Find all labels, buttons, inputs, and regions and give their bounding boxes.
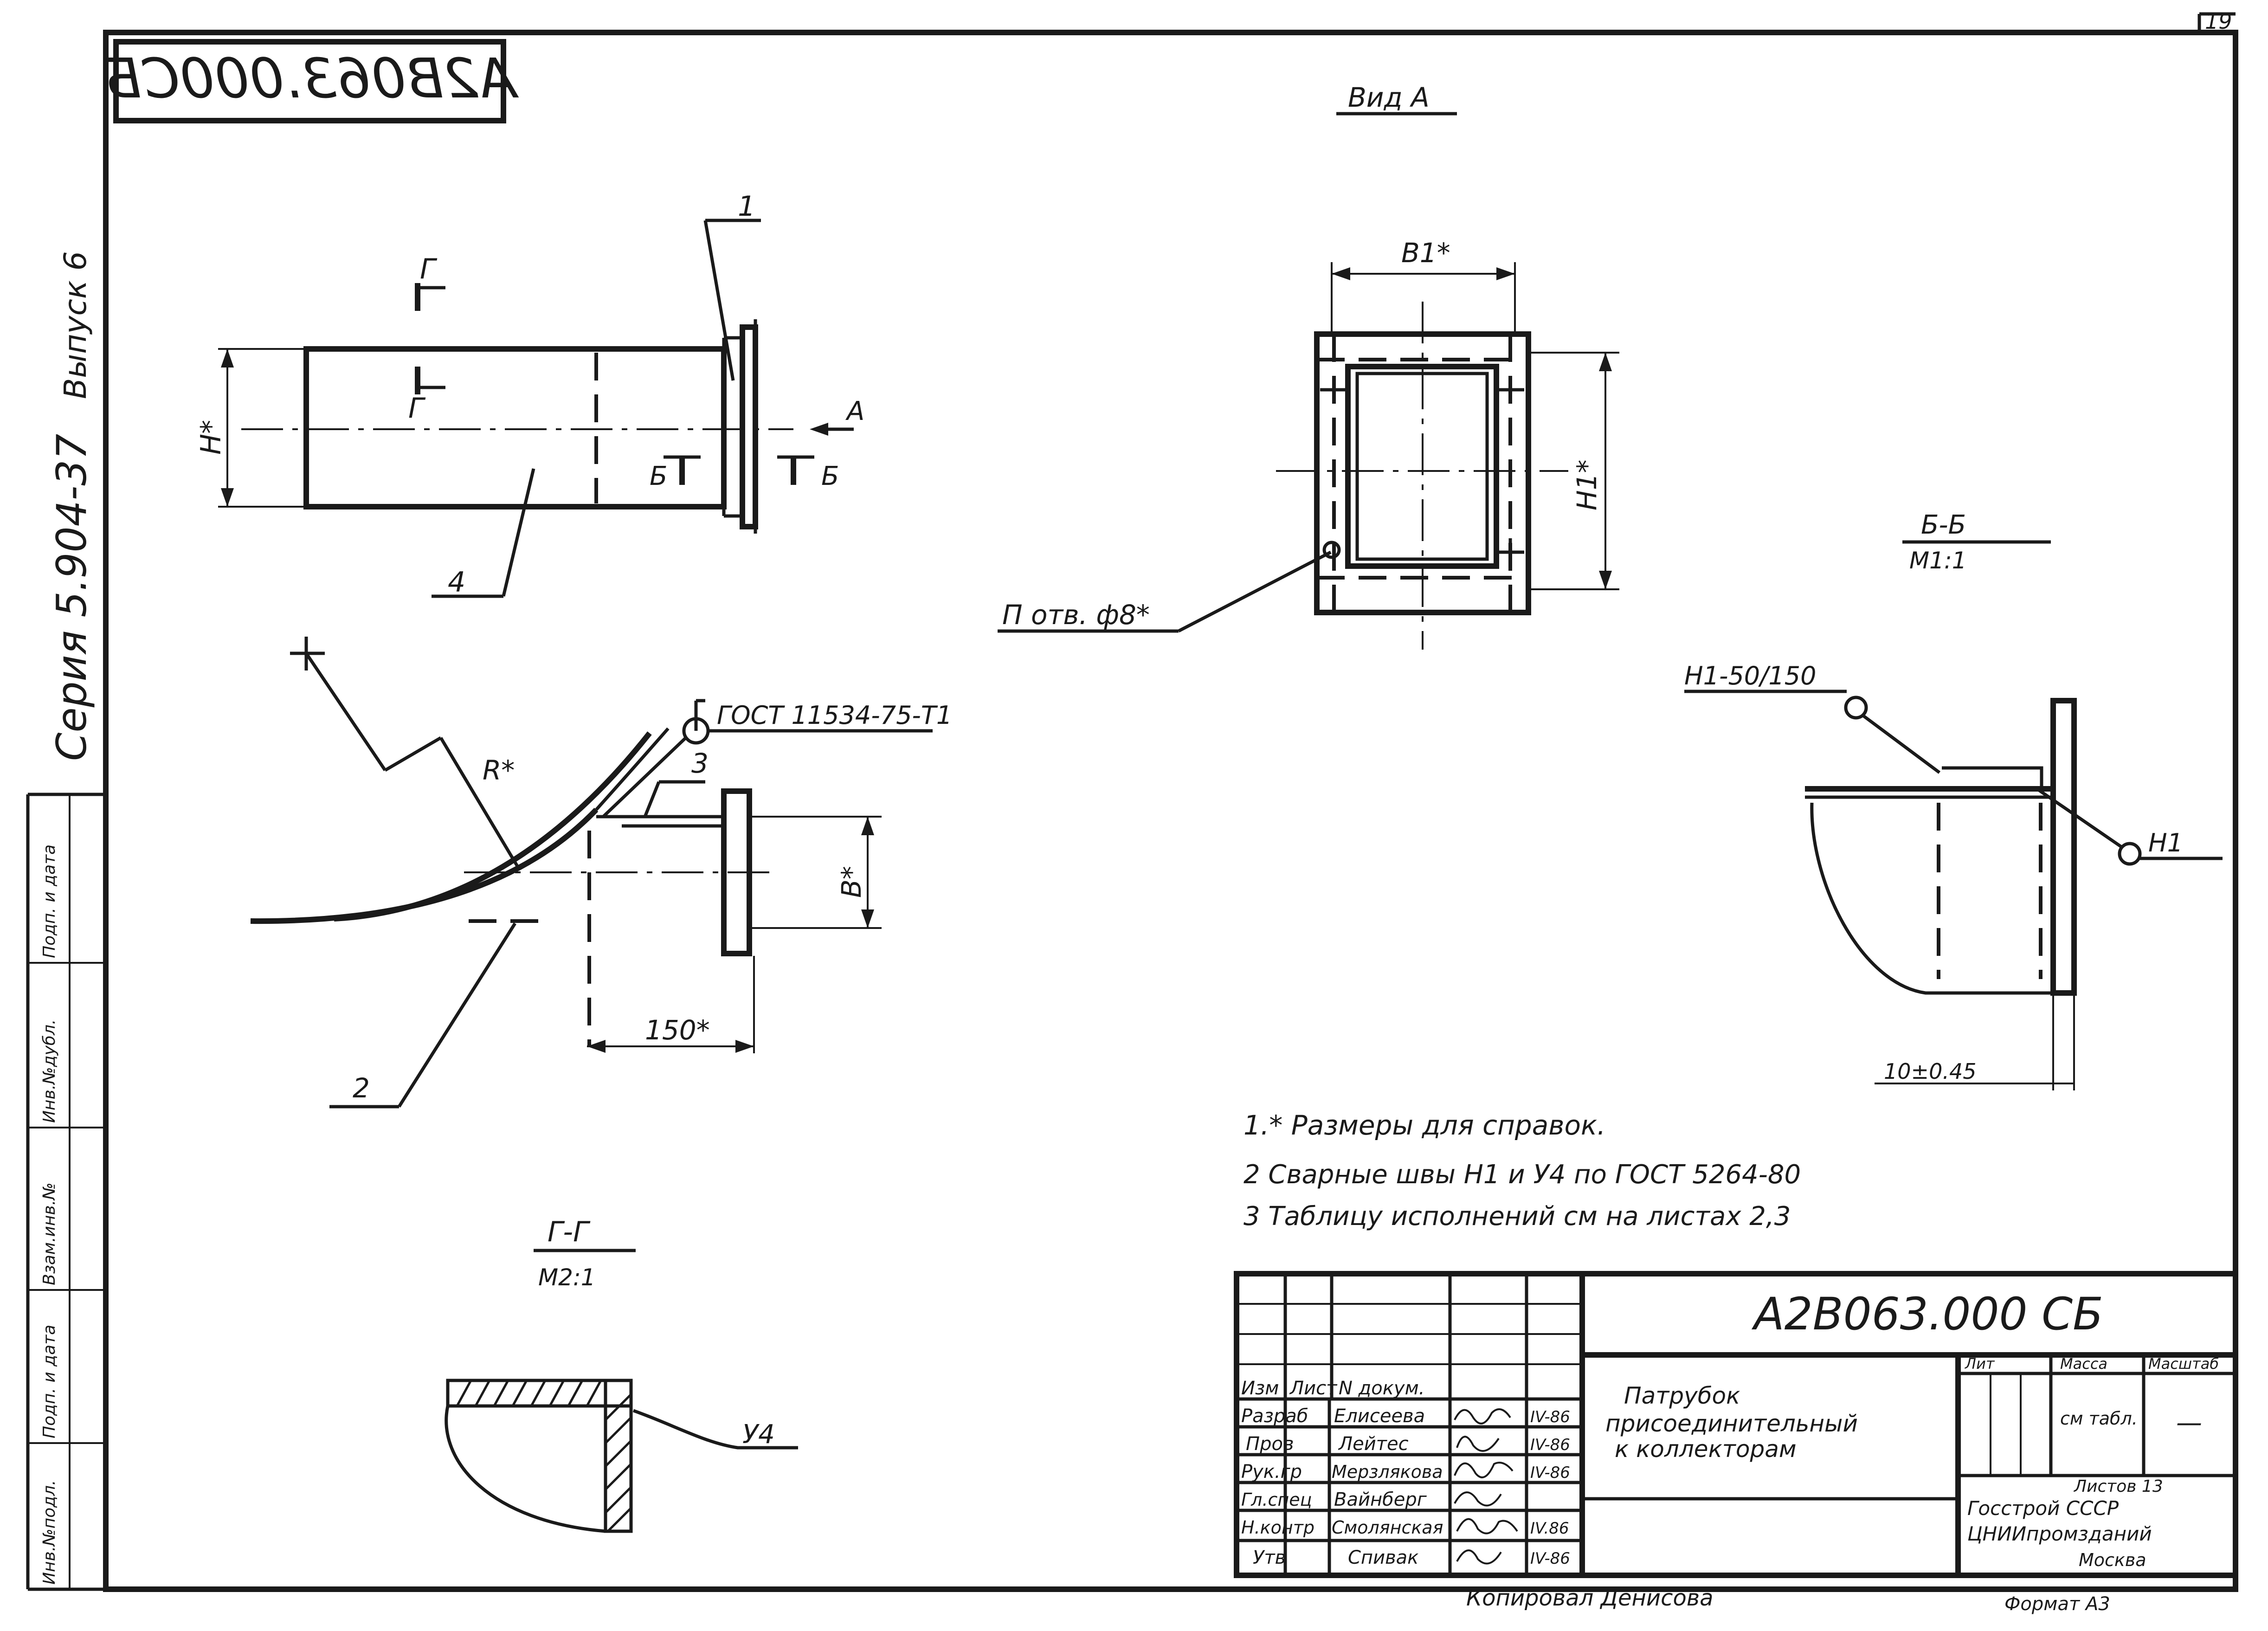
name-6: Спивак xyxy=(1348,1547,1418,1568)
sheet-number: 19 xyxy=(2205,9,2232,34)
org-line-2: ЦНИИпромзданий xyxy=(1967,1522,2152,1545)
note-3: 3 Таблицу исполнений см на листах 2,3 xyxy=(1244,1201,1791,1231)
date-5: IV.86 xyxy=(1530,1519,1569,1538)
header-col-doc: N докум. xyxy=(1339,1378,1425,1399)
name-1: Елисеева xyxy=(1334,1405,1425,1427)
note-1: 1.* Размеры для справок. xyxy=(1244,1109,1605,1141)
pipe-curved-view xyxy=(250,637,933,1109)
view-a-h1-label: H1* xyxy=(1571,459,1603,510)
side-150-label: 150* xyxy=(645,1014,710,1046)
signatures xyxy=(1454,1408,1518,1565)
view-a-holes-label: П отв. ф8* xyxy=(1002,599,1150,631)
mass-value: см табл. xyxy=(2060,1408,2138,1429)
stamp-text-4: Инв.№дубл. xyxy=(40,1019,59,1123)
sheet-count: Листов 13 xyxy=(2073,1477,2163,1496)
role-4: Гл.спец xyxy=(1241,1489,1312,1510)
series-label: Серия 5.904-37 xyxy=(48,434,96,761)
stamp-text-1: Инв.№подл. xyxy=(40,1480,59,1585)
section-gg-title: Г-Г xyxy=(548,1216,591,1248)
scale-value: — xyxy=(2176,1408,2202,1438)
stamp-text-3: Взам.инв.№ xyxy=(40,1182,59,1285)
view-a-b1-label: B1* xyxy=(1401,237,1450,269)
role-2: Пров xyxy=(1246,1433,1294,1455)
left-stamp: Инв.№подл. Подп. и дата Взам.инв.№ Инв.№… xyxy=(40,845,59,1585)
section-bb-scale: М1:1 xyxy=(1909,547,1967,574)
section-bb-dim-label: 10±0.45 xyxy=(1884,1059,1977,1084)
name-4: Вайнберг xyxy=(1334,1489,1427,1510)
code-box-text: А2В063.000СБ xyxy=(104,46,519,110)
pipe-side-view xyxy=(218,219,854,598)
cut-b-label-left: Б xyxy=(650,461,667,491)
title-line-2: присоединительный xyxy=(1605,1410,1858,1437)
role-3: Рук.гр xyxy=(1241,1461,1302,1483)
section-gg-drawing xyxy=(445,1379,798,1533)
issue-label: Выпуск 6 xyxy=(58,251,93,399)
mass-header: Масса xyxy=(2060,1355,2107,1373)
header-col-list: Лист xyxy=(1289,1378,1338,1399)
arrow-a-label: A xyxy=(845,396,864,426)
note-2: 2 Сварные швы Н1 и У4 по ГОСТ 5264-80 xyxy=(1244,1160,1801,1190)
date-6: IV-86 xyxy=(1530,1549,1570,1568)
role-1: Разраб xyxy=(1241,1405,1308,1427)
section-bb-h1-label: Н1 xyxy=(2148,828,2183,857)
section-bb-weld-label: Н1-50/150 xyxy=(1684,661,1816,690)
side-b-label: В* xyxy=(836,866,867,898)
format-label: Формат А3 xyxy=(2004,1593,2110,1615)
date-1: IV-86 xyxy=(1530,1408,1570,1426)
title-line-3: к коллекторам xyxy=(1615,1436,1797,1463)
name-5: Смолянская xyxy=(1332,1517,1443,1538)
section-bb-drawing xyxy=(1684,690,2223,1090)
view-a-drawing xyxy=(998,262,1619,650)
sheet-frame xyxy=(26,12,2238,1592)
top-h-label: H* xyxy=(195,420,227,455)
copied-by: Копировал Денисова xyxy=(1466,1585,1714,1611)
position-4-label: 4 xyxy=(448,566,465,599)
stamp-text-2: Подп. и дата xyxy=(40,1325,59,1438)
section-gg-weld-label: У4 xyxy=(742,1419,775,1450)
date-2: IV-86 xyxy=(1530,1436,1570,1454)
view-a-title: Вид А xyxy=(1348,82,1430,113)
cut-g-label-bottom: Г xyxy=(408,392,426,425)
title-line-1: Патрубок xyxy=(1624,1382,1740,1409)
header-col-izm: Изм xyxy=(1241,1378,1279,1399)
position-3-label: 3 xyxy=(691,748,709,779)
cut-b-label-right: Б xyxy=(821,461,839,491)
name-3: Мерзлякова xyxy=(1332,1462,1443,1482)
org-line-1: Госстрой СССР xyxy=(1967,1497,2119,1520)
position-2-label: 2 xyxy=(353,1072,370,1104)
section-gg-scale: М2:1 xyxy=(538,1264,596,1291)
stamp-text-5: Подп. и дата xyxy=(40,845,59,958)
lit-header: Лит xyxy=(1965,1355,1995,1373)
position-1-label: 1 xyxy=(738,190,755,223)
section-bb-title: Б-Б xyxy=(1921,510,1966,540)
side-r-label: R* xyxy=(483,754,515,786)
scale-header: Масштаб xyxy=(2148,1355,2219,1373)
title-block-frame xyxy=(1234,1271,2238,1578)
date-3: IV-86 xyxy=(1530,1463,1570,1482)
cut-g-label-top: Г xyxy=(420,253,438,285)
role-6: Утв xyxy=(1253,1547,1286,1568)
role-5: Н.контр xyxy=(1241,1517,1314,1538)
side-gost-label: ГОСТ 11534-75-Т1 xyxy=(717,701,952,730)
title-block-code: А2В063.000 СБ xyxy=(1751,1288,2103,1340)
name-2: Лейтес xyxy=(1338,1433,1409,1455)
code-box xyxy=(113,39,506,123)
org-line-3: Москва xyxy=(2079,1550,2146,1570)
